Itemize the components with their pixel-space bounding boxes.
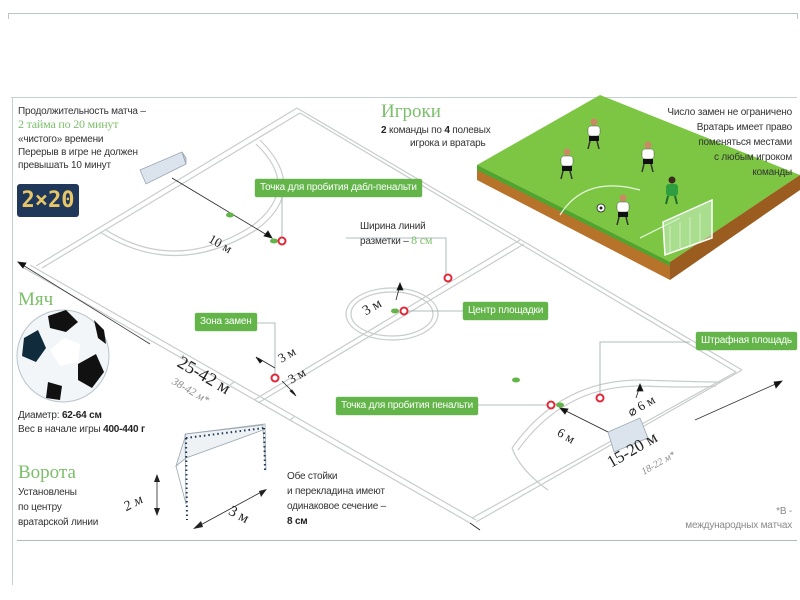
field-goal-right bbox=[607, 417, 649, 453]
line-width-label-1: Ширина линий bbox=[360, 221, 426, 232]
pitch-ball bbox=[596, 203, 606, 213]
players-field-count: 4 bbox=[444, 125, 450, 136]
marker-sub-zone bbox=[270, 373, 280, 383]
duration-text-4: Перерыв в игре не должен bbox=[18, 147, 138, 158]
callout-double-penalty: Точка для пробития дабл-пенальти bbox=[255, 179, 422, 197]
arrow-10m bbox=[171, 177, 273, 239]
callout-center: Центр площадки bbox=[463, 302, 549, 320]
frame-top-border-right bbox=[513, 13, 797, 14]
goal-line-2: по центру bbox=[18, 502, 62, 513]
pitch-goal bbox=[662, 198, 713, 257]
goal-section-1: Обе стойки bbox=[287, 471, 338, 482]
ball-weight: Вес в начале игры 400-440 г bbox=[18, 423, 145, 436]
players-desc-part1: команды по bbox=[386, 125, 445, 136]
line-width-value: 8 см bbox=[411, 233, 433, 247]
ball-illustration bbox=[16, 309, 110, 403]
frame-top-right-edge bbox=[797, 13, 798, 19]
subs-line-4: с любым игроком bbox=[714, 152, 792, 163]
ball-weight-value: 400-440 г bbox=[103, 424, 145, 435]
duration-text-1: Продолжительность матча – bbox=[18, 106, 146, 117]
goal-section-3: одинаковое сечение – bbox=[287, 501, 387, 512]
ball-weight-label: Вес в начале игры bbox=[18, 424, 104, 435]
marker-line-width bbox=[443, 273, 453, 283]
goalkeeper-figure bbox=[665, 176, 678, 205]
subs-line-2: Вратарь имеет право bbox=[696, 122, 792, 133]
goal-line-3: вратарской линии bbox=[18, 517, 99, 528]
goal-section-value: 8 см bbox=[287, 516, 308, 527]
players-pitch-illustration bbox=[477, 95, 800, 280]
goal-line-1: Установлены bbox=[18, 487, 77, 498]
players-team-count: 2 bbox=[381, 125, 387, 136]
footer-divider bbox=[17, 540, 797, 541]
subs-line-5: команды bbox=[752, 167, 792, 178]
callout-penalty-spot: Точка для пробития пенальти bbox=[336, 397, 478, 415]
footnote-line-1: *В - bbox=[776, 506, 792, 517]
line-width-label-2: разметки – 8 см bbox=[360, 234, 432, 248]
ball-diameter: Диаметр: 62-64 см bbox=[18, 409, 102, 422]
marker-penalty-area bbox=[595, 393, 605, 403]
callout-penalty-area: Штрафная площадь bbox=[696, 332, 797, 350]
duration-text-3: «чистого» времени bbox=[18, 134, 104, 145]
players-desc-part2: полевых bbox=[449, 125, 491, 136]
player-figure bbox=[641, 141, 655, 173]
ball-diameter-label: Диаметр: bbox=[18, 410, 62, 421]
player-figure bbox=[616, 194, 630, 226]
field-boundary bbox=[23, 107, 743, 524]
header-divider bbox=[11, 97, 797, 98]
frame-left-border bbox=[12, 97, 13, 585]
ball-title: Мяч bbox=[18, 289, 54, 310]
goal-title: Ворота bbox=[18, 462, 76, 483]
player-figure bbox=[587, 118, 601, 150]
marker-double-penalty bbox=[277, 236, 287, 246]
frame-top-left-edge bbox=[8, 13, 9, 19]
players-title: Игроки bbox=[381, 101, 441, 122]
players-desc-2: игрока и вратарь bbox=[410, 138, 486, 149]
goal-section-2: и перекладина имеют bbox=[287, 486, 385, 497]
player-figure bbox=[560, 148, 574, 180]
marker-green-10m bbox=[226, 212, 234, 218]
duration-highlight: 2 тайма по 20 минут bbox=[18, 117, 119, 131]
frame-top-border bbox=[8, 13, 514, 14]
field-goal-left bbox=[139, 151, 187, 185]
callout-sub-zone: Зона замен bbox=[195, 313, 257, 331]
marker-center bbox=[399, 306, 409, 316]
ball-diameter-value: 62-64 см bbox=[61, 410, 102, 421]
scoreboard-2x20: 2×20 bbox=[17, 184, 79, 217]
duration-text-5: превышать 10 минут bbox=[18, 160, 111, 171]
goal-illustration bbox=[154, 423, 267, 529]
footnote-line-2: международных матчах bbox=[685, 520, 792, 531]
subs-line-1: Число замен не ограничено bbox=[667, 107, 792, 118]
marker-penalty bbox=[546, 400, 556, 410]
line-width-prefix: разметки – bbox=[360, 236, 412, 247]
players-desc-1: 2 команды по 4 полевых bbox=[381, 124, 491, 137]
subs-line-3: поменяться местами bbox=[698, 137, 792, 148]
